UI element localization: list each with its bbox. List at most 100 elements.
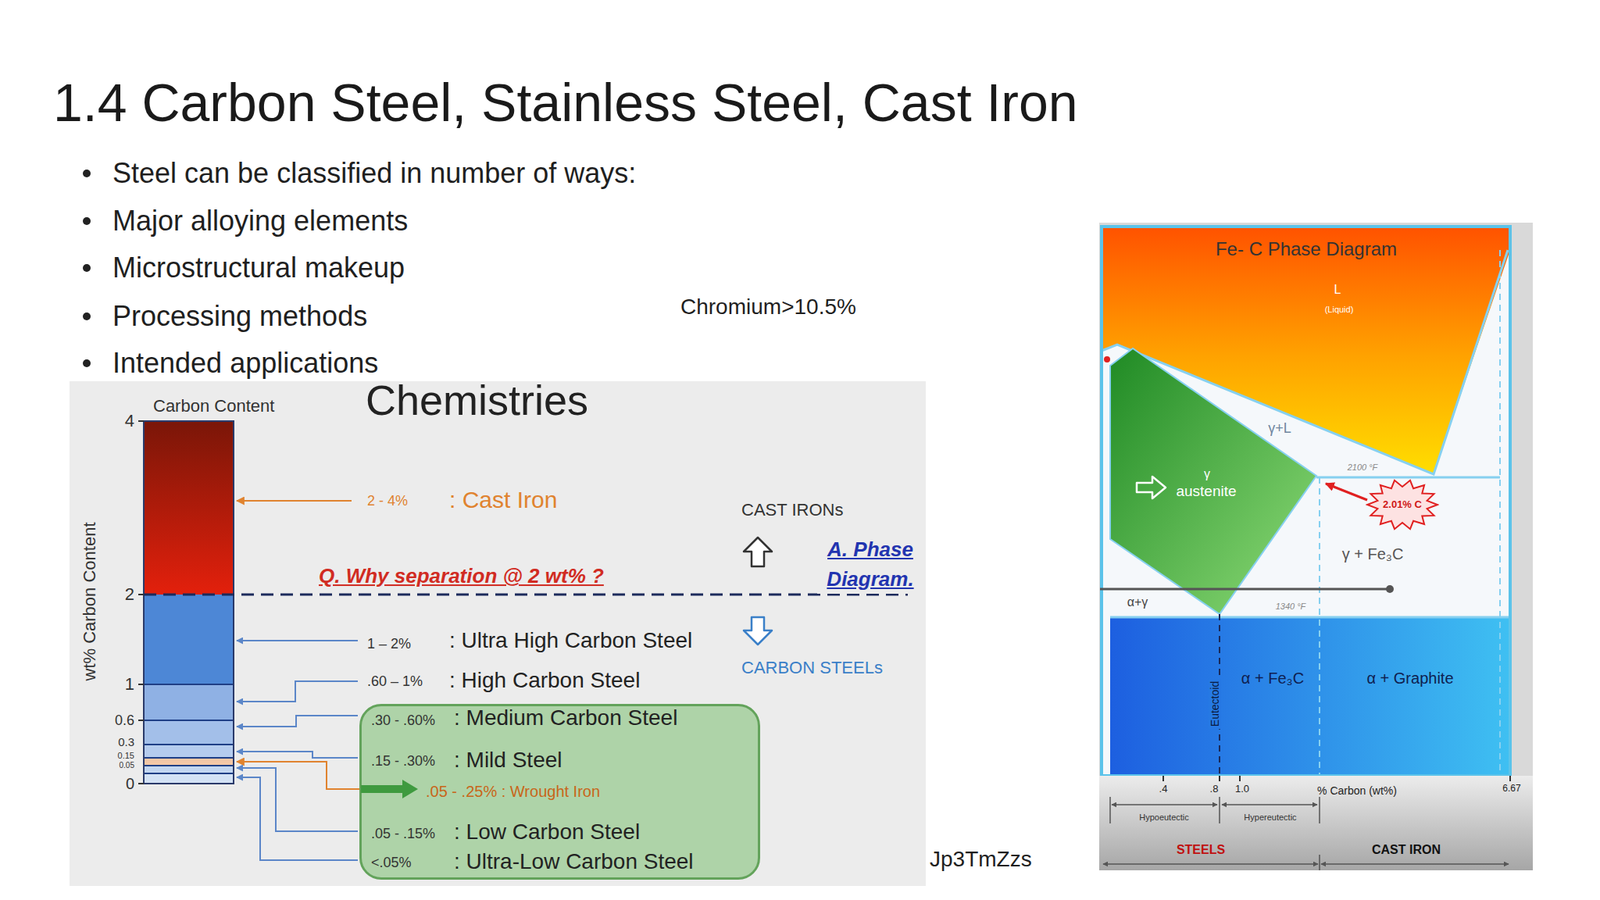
bar-segment — [143, 765, 234, 774]
separator-line — [143, 683, 234, 686]
region-label: CAST IRONs — [741, 500, 843, 520]
bar-segment — [143, 684, 234, 721]
bracket-tick — [1318, 854, 1321, 871]
bullet-text: Intended applications — [112, 346, 379, 379]
tick-mark — [1509, 775, 1511, 782]
phase-boundary — [1110, 616, 1511, 619]
separator-lines — [143, 684, 234, 774]
tick-mark — [1218, 775, 1221, 782]
divider-line — [143, 593, 908, 597]
leader-line — [236, 751, 358, 758]
source-text: Jp3TmZzs — [929, 846, 1033, 872]
tick-label: 0.05 — [119, 760, 135, 771]
bar-segment — [143, 744, 234, 758]
range-label: Hypoeutectic — [1139, 812, 1190, 823]
bracket-line — [1321, 863, 1509, 865]
tick-marks — [138, 421, 144, 784]
tick-label: 0.15 — [117, 750, 135, 761]
bullet-dot — [82, 169, 91, 178]
tick-label: 1 — [125, 674, 135, 694]
class-label: : Ultra High Carbon Steel — [449, 628, 693, 654]
axis-ticks — [1163, 775, 1511, 782]
class-label: : Cast Iron — [449, 486, 558, 515]
slide-title: 1.4 Carbon Steel, Stainless Steel, Cast … — [53, 71, 1079, 133]
separator-line — [143, 743, 234, 746]
axis-title: wt% Carbon Content — [79, 522, 100, 682]
callout-text: 2.01% C — [1382, 499, 1422, 511]
temperature-label: 2100 °F — [1347, 462, 1379, 473]
tick-mark — [1162, 775, 1165, 782]
starburst-shape — [1367, 480, 1438, 529]
leader-line — [236, 639, 358, 642]
bullet-dot — [82, 217, 91, 225]
brackets — [1103, 796, 1509, 871]
group-box: .30 - .60% : Medium Carbon Steel .15 - .30… — [359, 703, 761, 880]
range-label: .15 - .30% — [371, 753, 436, 770]
panel-heading: Chemistries — [365, 375, 589, 425]
tick-label: 6.67 — [1502, 783, 1521, 795]
phase-label: γ+L — [1267, 420, 1292, 437]
range-label: <.05% — [371, 854, 412, 872]
tick-mark — [138, 593, 144, 596]
phase-label: (Liquid) — [1325, 304, 1354, 315]
temperature-label: 1340 °F — [1275, 601, 1307, 612]
note-text: Chromium>10.5% — [680, 294, 857, 320]
bullet-text: Steel can be classified in number of way… — [112, 157, 636, 190]
ferrite-region — [1110, 617, 1511, 776]
range-label: .30 - .60% — [371, 712, 436, 729]
class-label: : Medium Carbon Steel — [453, 705, 678, 731]
phase-label: γ — [1203, 467, 1211, 482]
leader-line — [236, 777, 358, 861]
tick-label: 0 — [125, 775, 135, 793]
tick-mark — [138, 782, 144, 785]
tick-label: 1.0 — [1235, 783, 1250, 796]
phase-label: α+γ — [1127, 595, 1149, 610]
leader-lines — [236, 500, 361, 861]
tick-label: 0.6 — [114, 712, 135, 729]
class-label: : Low Carbon Steel — [453, 819, 640, 845]
bullet-dot — [82, 359, 91, 368]
separator-line — [143, 772, 234, 775]
leader-line — [236, 500, 352, 502]
question-text: Q. Why separation @ 2 wt% ? — [316, 564, 607, 589]
bar-segment — [143, 773, 234, 784]
tick-label: .8 — [1210, 783, 1219, 796]
axis-title: % Carbon (wt%) — [1317, 784, 1397, 797]
range-label: CAST IRON — [1371, 842, 1441, 858]
phase-label: α + Graphite — [1366, 669, 1454, 688]
range-label: .60 – 1% — [367, 673, 423, 690]
tick-mark — [1239, 775, 1241, 782]
phase-label: α + Fe₃C — [1241, 669, 1304, 688]
leader-line — [236, 761, 361, 790]
dashed-line — [1318, 477, 1321, 776]
tick-label: 2 — [125, 584, 135, 604]
bullet-text: Processing methods — [112, 300, 368, 333]
range-label: STEELS — [1176, 842, 1225, 858]
range-label: 1 – 2% — [367, 635, 411, 653]
plot-background — [1101, 226, 1511, 776]
bullet-text: Microstructural makeup — [112, 251, 405, 284]
dashed-line — [1499, 250, 1501, 776]
tick-mark — [138, 719, 144, 722]
bar-segment — [143, 594, 234, 685]
outline-arrow — [743, 617, 772, 645]
tick-mark — [138, 420, 144, 422]
outline-arrow — [743, 537, 772, 567]
bar-segment — [143, 720, 234, 745]
class-label: : High Carbon Steel — [449, 667, 640, 693]
phase-boundary — [1316, 476, 1500, 479]
tick-mark — [138, 683, 144, 686]
bracket-line — [1221, 803, 1318, 806]
leader-line — [236, 715, 358, 727]
arrow-symbol — [360, 779, 418, 799]
panel-background — [69, 381, 926, 886]
separator-line — [143, 757, 234, 759]
pointer-line — [1100, 588, 1390, 591]
red-dot — [1103, 356, 1111, 363]
chart-title: Fe- C Phase Diagram — [1215, 238, 1397, 261]
phase-label: austenite — [1175, 482, 1236, 500]
callout-arrow — [1325, 483, 1368, 500]
